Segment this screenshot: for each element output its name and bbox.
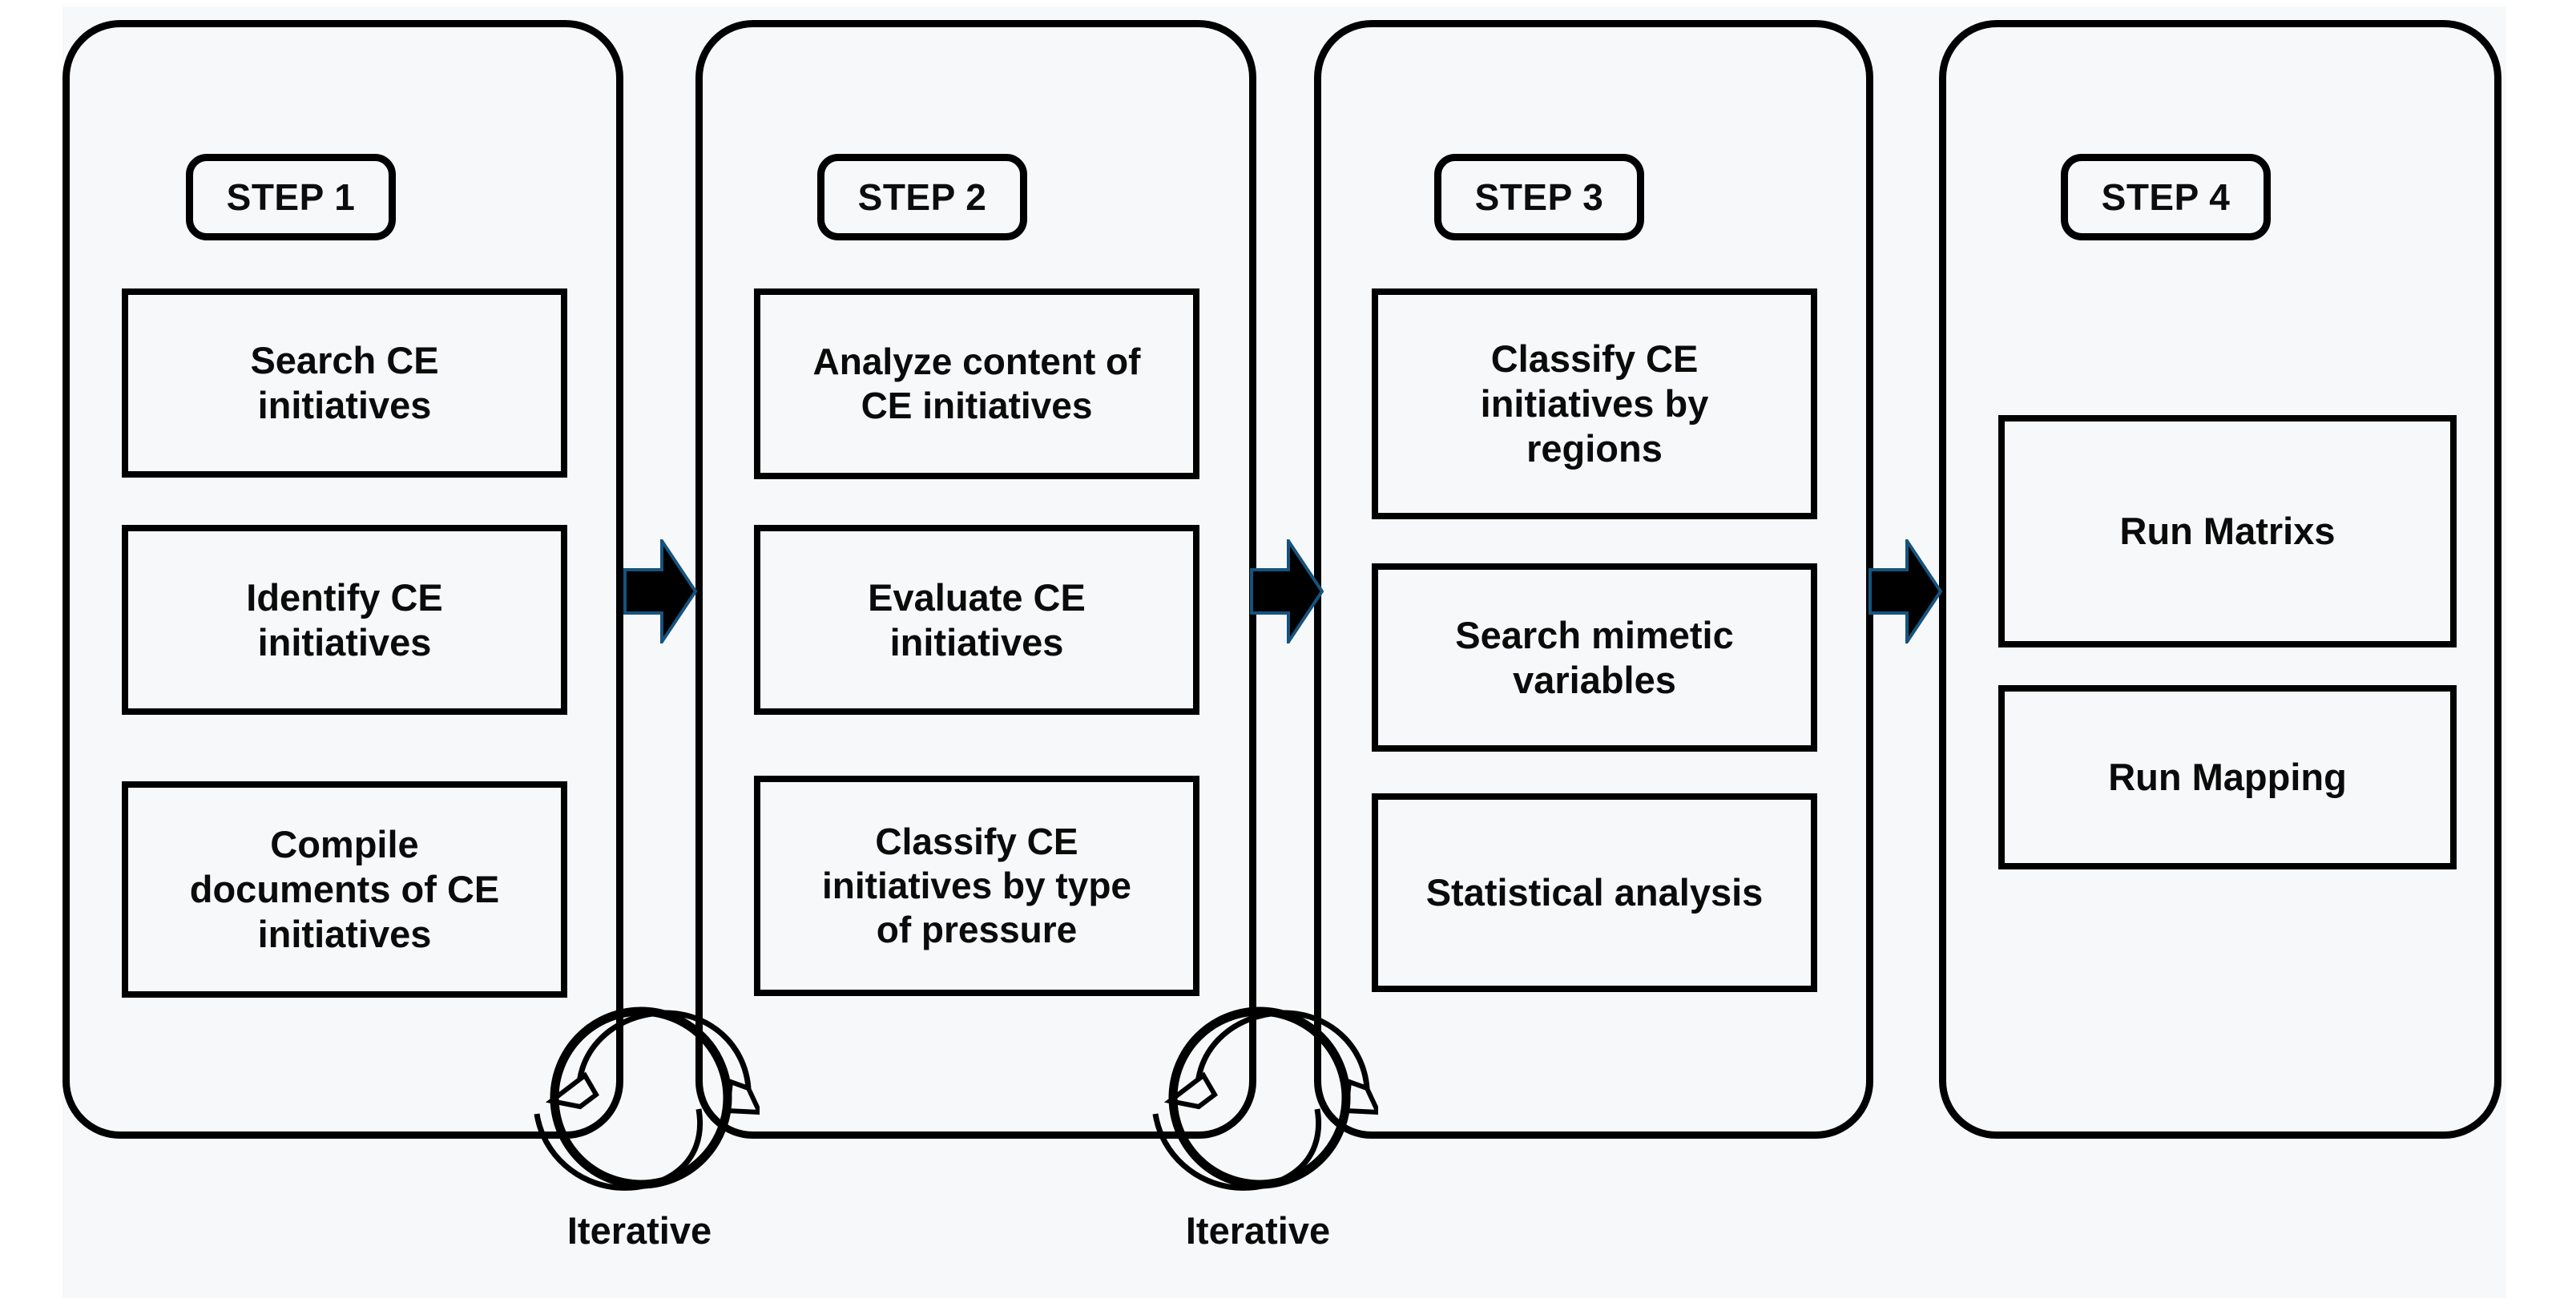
step-pill-3-label: STEP 3 xyxy=(1474,176,1604,218)
task-box-3-3: Statistical analysis xyxy=(1372,793,1817,992)
step-pill-2: STEP 2 xyxy=(817,154,1027,240)
circular-arrows-icon xyxy=(1152,1006,1382,1191)
task-box-4-2-label: Run Mapping xyxy=(2108,756,2347,799)
task-box-1-1: Search CE initiatives xyxy=(122,288,567,478)
task-box-3-2: Search mimetic variables xyxy=(1372,563,1817,752)
task-box-1-3: Compile documents of CE initiatives xyxy=(122,781,567,998)
step-pill-4: STEP 4 xyxy=(2061,154,2271,240)
connector-arrow-3 xyxy=(1869,535,1943,647)
task-box-1-2: Identify CE initiatives xyxy=(122,525,567,715)
iterative-cycle-1 xyxy=(519,992,764,1208)
task-box-2-2: Evaluate CE initiatives xyxy=(754,525,1199,715)
task-box-1-3-label: Compile documents of CE initiatives xyxy=(189,823,500,955)
task-box-4-1-label: Run Matrixs xyxy=(2119,510,2336,553)
step-pill-2-label: STEP 2 xyxy=(857,176,987,218)
task-box-2-1: Analyze content of CE initiatives xyxy=(754,288,1199,479)
step-pill-1-label: STEP 1 xyxy=(226,176,356,218)
iterative-cycle-2-label: Iterative xyxy=(1185,1209,1331,1252)
step-pill-4-label: STEP 4 xyxy=(2101,176,2231,218)
step-pill-1: STEP 1 xyxy=(186,154,396,240)
right-arrow-icon xyxy=(1250,535,1324,647)
task-box-2-1-label: Analyze content of CE initiatives xyxy=(812,341,1141,426)
circular-arrows-icon xyxy=(534,1006,764,1191)
task-box-4-1: Run Matrixs xyxy=(1998,415,2457,647)
task-box-3-1: Classify CE initiatives by regions xyxy=(1372,288,1817,519)
task-box-3-2-label: Search mimetic variables xyxy=(1455,613,1734,701)
connector-arrow-2 xyxy=(1250,535,1324,647)
iterative-cycle-1-label: Iterative xyxy=(566,1209,712,1252)
task-box-2-3: Classify CE initiatives by type of press… xyxy=(754,776,1199,996)
connector-arrow-1 xyxy=(623,535,698,647)
task-box-4-2: Run Mapping xyxy=(1998,685,2457,869)
task-box-2-3-label: Classify CE initiatives by type of press… xyxy=(821,821,1131,950)
task-box-3-1-label: Classify CE initiatives by regions xyxy=(1480,337,1709,470)
right-arrow-icon xyxy=(623,535,698,647)
right-arrow-icon xyxy=(1869,535,1943,647)
task-box-1-1-label: Search CE initiatives xyxy=(250,339,439,426)
task-box-2-2-label: Evaluate CE initiatives xyxy=(868,575,1086,664)
task-box-3-3-label: Statistical analysis xyxy=(1425,871,1764,914)
iterative-cycle-2 xyxy=(1138,992,1382,1208)
task-box-1-2-label: Identify CE initiatives xyxy=(246,575,443,664)
step-pill-3: STEP 3 xyxy=(1434,154,1644,240)
